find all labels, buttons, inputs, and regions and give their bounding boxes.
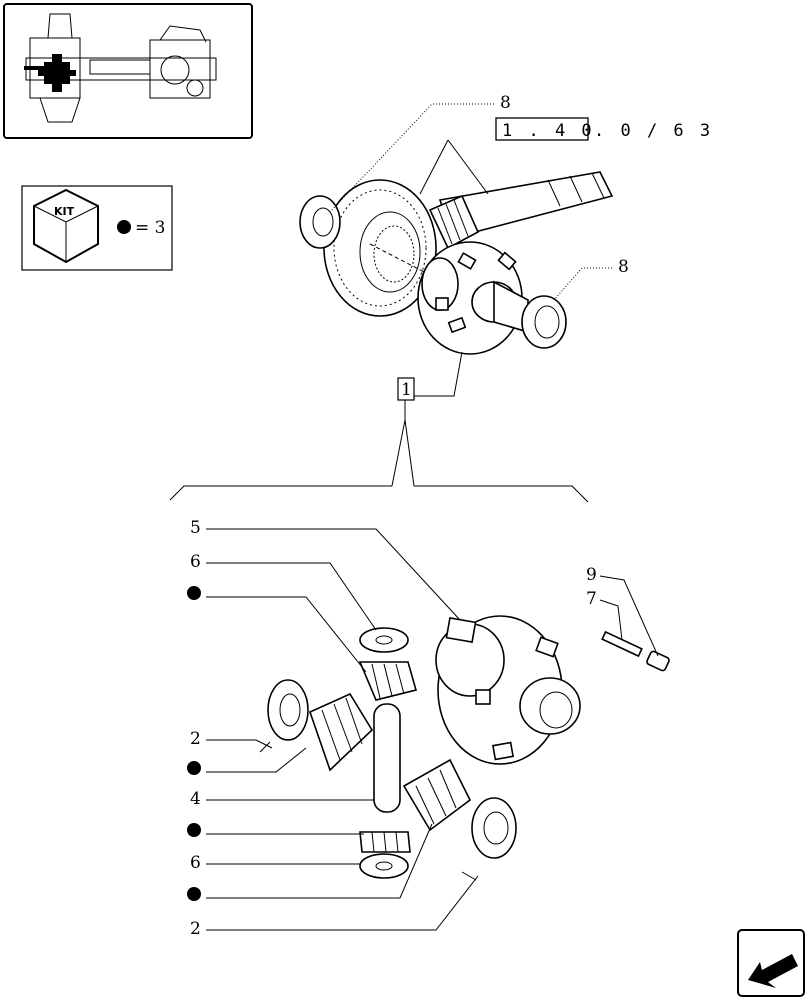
callout-6-bottom: 6 [190,853,201,873]
upper-assembly [299,171,614,355]
reference-prefix[interactable]: 1 . 4 0 [502,121,595,141]
kit-box: KIT = 3 [21,185,173,271]
bullet-icon [187,823,201,837]
callout-7: 7 [586,589,597,609]
left-bearing [299,195,341,249]
plug [646,650,670,672]
left-side-gear [309,692,374,772]
callout-2-right: 2 [190,919,201,939]
top-washer [359,627,409,653]
kit-cube-icon: KIT [33,188,99,264]
right-bearing [521,295,567,349]
left-thrust-washer [267,679,309,741]
callout-5: 5 [190,518,201,538]
reference-suffix[interactable]: . 0 / 6 3 [594,121,713,141]
bottom-washer [359,853,409,879]
callout-6-top: 6 [190,552,201,572]
differential-housing [435,615,581,765]
bullet-icon [187,586,201,600]
callout-8-right: 8 [618,257,629,277]
locator-thumbnail[interactable] [3,3,253,139]
callout-9: 9 [586,565,597,585]
reference-link[interactable]: 1 . 4 0 . 0 / 6 3 [495,117,713,141]
kit-quantity: = 3 [135,218,165,238]
bullet-icon [117,220,131,234]
cross-pin [373,703,401,813]
assembly-callout: 1 [169,351,589,503]
callout-8-left: 8 [500,93,511,113]
pin [601,630,643,658]
callout-2-left: 2 [190,729,201,749]
kit-label: KIT [54,205,75,218]
arrow-left-icon [748,954,798,988]
right-side-gear [402,758,472,832]
bullet-icon [187,887,201,901]
callout-4: 4 [190,789,201,809]
callout-1: 1 [401,380,412,400]
back-arrow-button[interactable] [737,929,805,997]
right-thrust-washer [471,797,517,859]
bullet-icon [187,761,201,775]
